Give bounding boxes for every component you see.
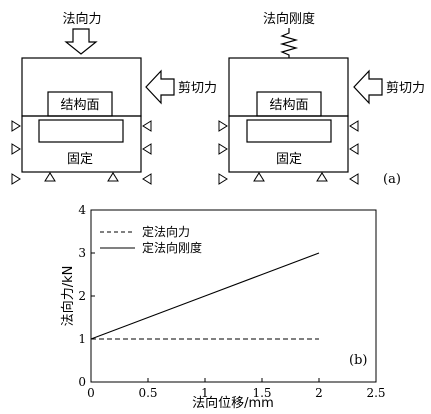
panel-label-b: (b) <box>349 353 367 368</box>
series-lines <box>90 252 320 340</box>
side-support-icon <box>11 120 21 132</box>
series-line-1 <box>90 252 320 340</box>
fixtures-left <box>11 120 152 185</box>
side-support-icon <box>218 120 228 132</box>
left-arrow-icon <box>145 69 175 105</box>
side-support-icon <box>349 120 359 132</box>
setup-right <box>228 28 383 173</box>
side-support-icon <box>218 173 228 185</box>
shear-force-label: 剪切力 <box>386 80 425 96</box>
chart: 0 0.5 1 1.5 2 2.5 0 1 2 3 4 定法向力 定法向刚度 (b) 法向位移/m… <box>60 203 386 411</box>
down-arrow-icon <box>64 28 98 55</box>
left-arrow-icon <box>353 69 383 105</box>
plot-frame <box>90 209 377 383</box>
spring-icon <box>279 28 299 58</box>
x-tick-label: 0.5 <box>138 386 157 400</box>
shear-force-label: 剪切力 <box>178 80 217 96</box>
side-support-icon <box>11 143 21 155</box>
side-support-icon <box>218 143 228 155</box>
y-tick-label: 1 <box>78 332 86 346</box>
normal-force-label: 法向力 <box>62 11 101 27</box>
y-tick-label: 2 <box>78 289 86 303</box>
bottom-support-icon <box>253 172 265 182</box>
side-support-icon <box>349 143 359 155</box>
legend: 定法向力 定法向刚度 <box>100 224 202 255</box>
x-tick-label: 0 <box>87 386 95 400</box>
side-support-icon <box>11 173 21 185</box>
panel-label-a: (a) <box>383 172 401 187</box>
y-tick-label: 0 <box>78 375 86 389</box>
lower-base <box>228 115 349 173</box>
side-support-icon <box>142 143 152 155</box>
side-support-icon <box>349 173 359 185</box>
y-axis-label: 法向力/kN <box>60 266 76 327</box>
bottom-support-icon <box>316 172 328 182</box>
bottom-support-icon <box>107 172 119 182</box>
side-support-icon <box>142 120 152 132</box>
legend-label-1: 定法向刚度 <box>142 240 202 255</box>
x-axis-label: 法向位移/mm <box>192 395 274 411</box>
lower-base <box>21 115 142 173</box>
fixed-label: 固定 <box>276 152 302 167</box>
x-axis-ticks: 0 0.5 1 1.5 2 2.5 <box>87 378 386 400</box>
y-tick-label: 3 <box>78 246 86 260</box>
x-tick-label: 2 <box>315 386 323 400</box>
side-support-icon <box>142 173 152 185</box>
y-axis-ticks: 0 1 2 3 4 <box>78 203 95 389</box>
structure-surface-label: 结构面 <box>60 98 99 113</box>
legend-label-0: 定法向力 <box>142 224 190 239</box>
inner-base <box>246 119 332 143</box>
x-tick-label: 1 <box>201 386 209 400</box>
x-tick-label: 1.5 <box>252 386 271 400</box>
y-tick-label: 4 <box>78 203 86 217</box>
fixtures-right <box>218 120 359 185</box>
x-tick-label: 2.5 <box>366 386 385 400</box>
structure-surface-label: 结构面 <box>269 98 308 113</box>
bottom-support-icon <box>44 172 56 182</box>
setup-left <box>21 28 175 173</box>
normal-stiffness-label: 法向刚度 <box>263 11 315 27</box>
fixed-label: 固定 <box>67 152 93 167</box>
inner-base <box>38 119 124 143</box>
